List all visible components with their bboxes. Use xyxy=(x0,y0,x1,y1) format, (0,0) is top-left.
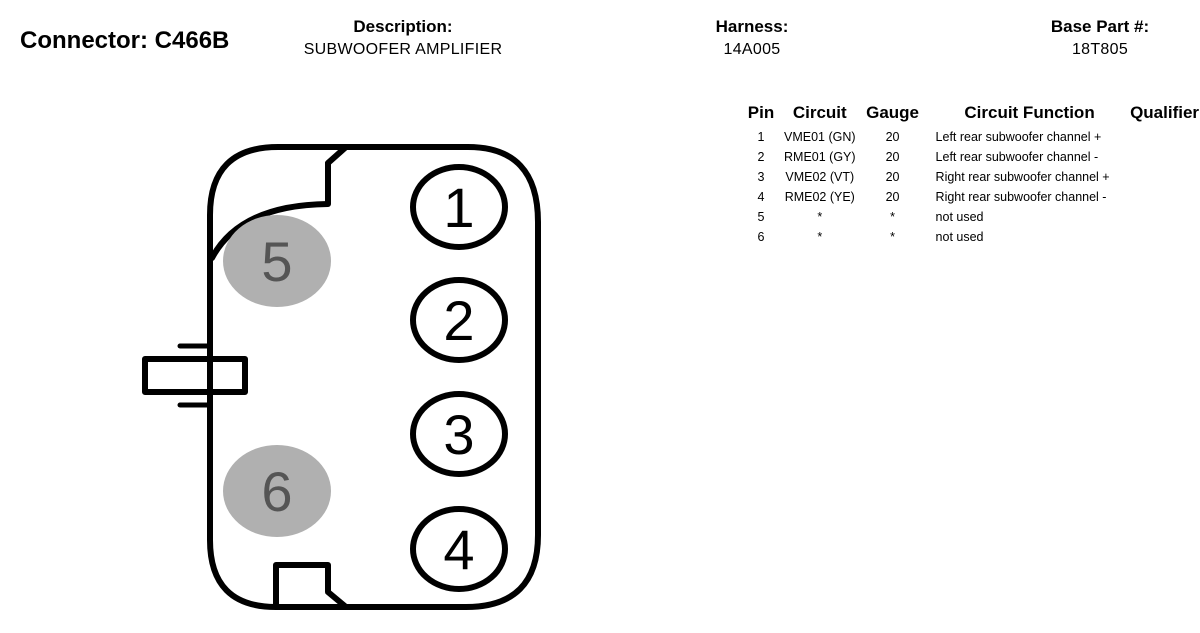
connector-title: Connector: C466B xyxy=(20,27,230,54)
pin-number-label: 6 xyxy=(261,460,292,523)
base-part-value: 18T805 xyxy=(1071,41,1129,58)
base-part-label: Base Part #: xyxy=(1050,17,1150,36)
pin-number-label: 3 xyxy=(443,403,474,466)
housing-bottom-notch xyxy=(273,562,349,610)
cell-function: Right rear subwoofer channel - xyxy=(935,190,1107,204)
cell-pin: 3 xyxy=(757,170,765,184)
table-header-row: Pin Circuit Gauge Circuit Function Quali… xyxy=(738,102,1200,127)
cell-function: Left rear subwoofer channel + xyxy=(935,130,1102,144)
cell-function: not used xyxy=(935,230,984,244)
pin-number-label: 1 xyxy=(443,176,474,239)
pin-number-label: 2 xyxy=(443,289,474,352)
cell-function: Left rear subwoofer channel - xyxy=(935,150,1099,164)
table-row: 1 VME01 (GN) 20 Left rear subwoofer chan… xyxy=(738,127,1200,147)
pin-number-label: 4 xyxy=(443,518,474,581)
table-row: 6 * * not used xyxy=(738,227,1200,247)
column-header-qualifier: Qualifier xyxy=(1130,103,1200,122)
column-header-circuit-function: Circuit Function xyxy=(964,103,1095,122)
column-header-pin: Pin xyxy=(747,103,775,122)
description-label: Description: xyxy=(353,17,453,36)
cell-pin: 4 xyxy=(757,190,765,204)
table-row: 4 RME02 (YE) 20 Right rear subwoofer cha… xyxy=(738,187,1200,207)
column-header-gauge: Gauge xyxy=(866,103,919,122)
cell-circuit: VME02 (VT) xyxy=(785,170,855,184)
cell-pin: 1 xyxy=(757,130,765,144)
base-part-block: Base Part #: 18T805 xyxy=(1020,17,1180,60)
description-value: SUBWOOFER AMPLIFIER xyxy=(303,41,503,58)
pin-cavity-2 xyxy=(410,277,508,363)
cell-gauge: 20 xyxy=(885,170,900,184)
cell-gauge: * xyxy=(890,210,895,224)
column-header-circuit: Circuit xyxy=(792,103,847,122)
pin-cavity-3 xyxy=(410,391,508,477)
pin-table: Pin Circuit Gauge Circuit Function Quali… xyxy=(738,102,1200,247)
side-latch-inner xyxy=(207,356,248,395)
connector-housing-outline xyxy=(207,144,541,610)
pin-cavity-5 xyxy=(223,215,331,307)
cell-gauge: 20 xyxy=(885,130,900,144)
pin-cavity-4 xyxy=(410,506,508,592)
housing-top-notch xyxy=(209,144,349,261)
cell-circuit: RME01 (GY) xyxy=(784,150,856,164)
cell-pin: 2 xyxy=(757,150,765,164)
harness-block: Harness: 14A005 xyxy=(672,17,832,60)
pin-cavity-6 xyxy=(223,445,331,537)
pin-cavity-1 xyxy=(410,164,508,250)
cell-gauge: 20 xyxy=(885,190,900,204)
cell-function: Right rear subwoofer channel + xyxy=(935,170,1110,184)
pin-cavities: 1 2 3 4 5 6 xyxy=(223,164,508,592)
cell-circuit: VME01 (GN) xyxy=(784,130,856,144)
cell-gauge: 20 xyxy=(885,150,900,164)
cell-pin: 5 xyxy=(757,210,765,224)
cell-circuit: * xyxy=(817,230,823,244)
pin-number-label: 5 xyxy=(261,230,292,293)
description-block: Description: SUBWOOFER AMPLIFIER xyxy=(255,17,551,60)
harness-label: Harness: xyxy=(715,17,789,36)
table-row: 5 * * not used xyxy=(738,207,1200,227)
cell-function: not used xyxy=(935,210,984,224)
cell-gauge: * xyxy=(890,230,895,244)
cell-circuit: RME02 (YE) xyxy=(784,190,855,204)
table-row: 2 RME01 (GY) 20 Left rear subwoofer chan… xyxy=(738,147,1200,167)
side-latch-outer xyxy=(142,356,213,395)
cell-circuit: * xyxy=(817,210,823,224)
cell-pin: 6 xyxy=(757,230,765,244)
harness-value: 14A005 xyxy=(723,41,781,58)
table-row: 3 VME02 (VT) 20 Right rear subwoofer cha… xyxy=(738,167,1200,187)
